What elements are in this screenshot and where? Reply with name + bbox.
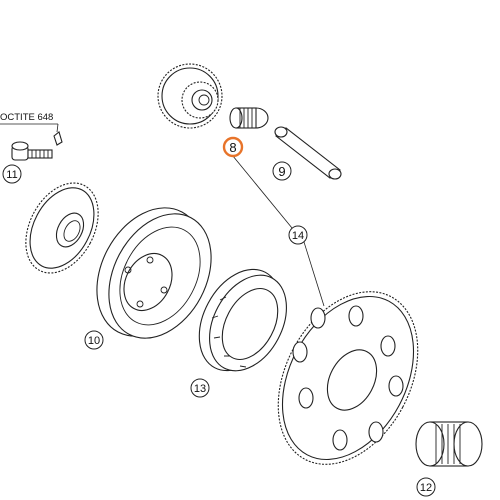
callout-8: 8: [222, 136, 244, 158]
pin-part: [274, 126, 342, 180]
callout-12: 12: [416, 477, 436, 497]
callout-9: 9: [272, 161, 292, 181]
large-gear-part: [277, 291, 419, 465]
svg-text:12: 12: [420, 482, 432, 494]
small-gear-part: [25, 182, 99, 274]
callout-13: 13: [190, 378, 210, 398]
drum-part: [96, 207, 212, 339]
svg-text:13: 13: [194, 383, 206, 395]
callout-14: 14: [288, 225, 308, 245]
svg-text:10: 10: [88, 335, 100, 347]
screw-part: [11, 131, 63, 161]
double-gear-part: [157, 63, 223, 129]
svg-text:11: 11: [6, 169, 17, 181]
svg-text:9: 9: [278, 164, 285, 179]
loctite-label: OCTITE 648: [0, 112, 53, 123]
needle-bearing-small-part: [229, 107, 269, 129]
freewheel-cage-part: [198, 268, 287, 372]
callout-10: 10: [84, 330, 104, 350]
callout-11: 11: [2, 164, 22, 184]
svg-text:14: 14: [292, 230, 304, 242]
needle-bearing-large-part: [415, 421, 483, 467]
svg-text:8: 8: [229, 140, 236, 155]
